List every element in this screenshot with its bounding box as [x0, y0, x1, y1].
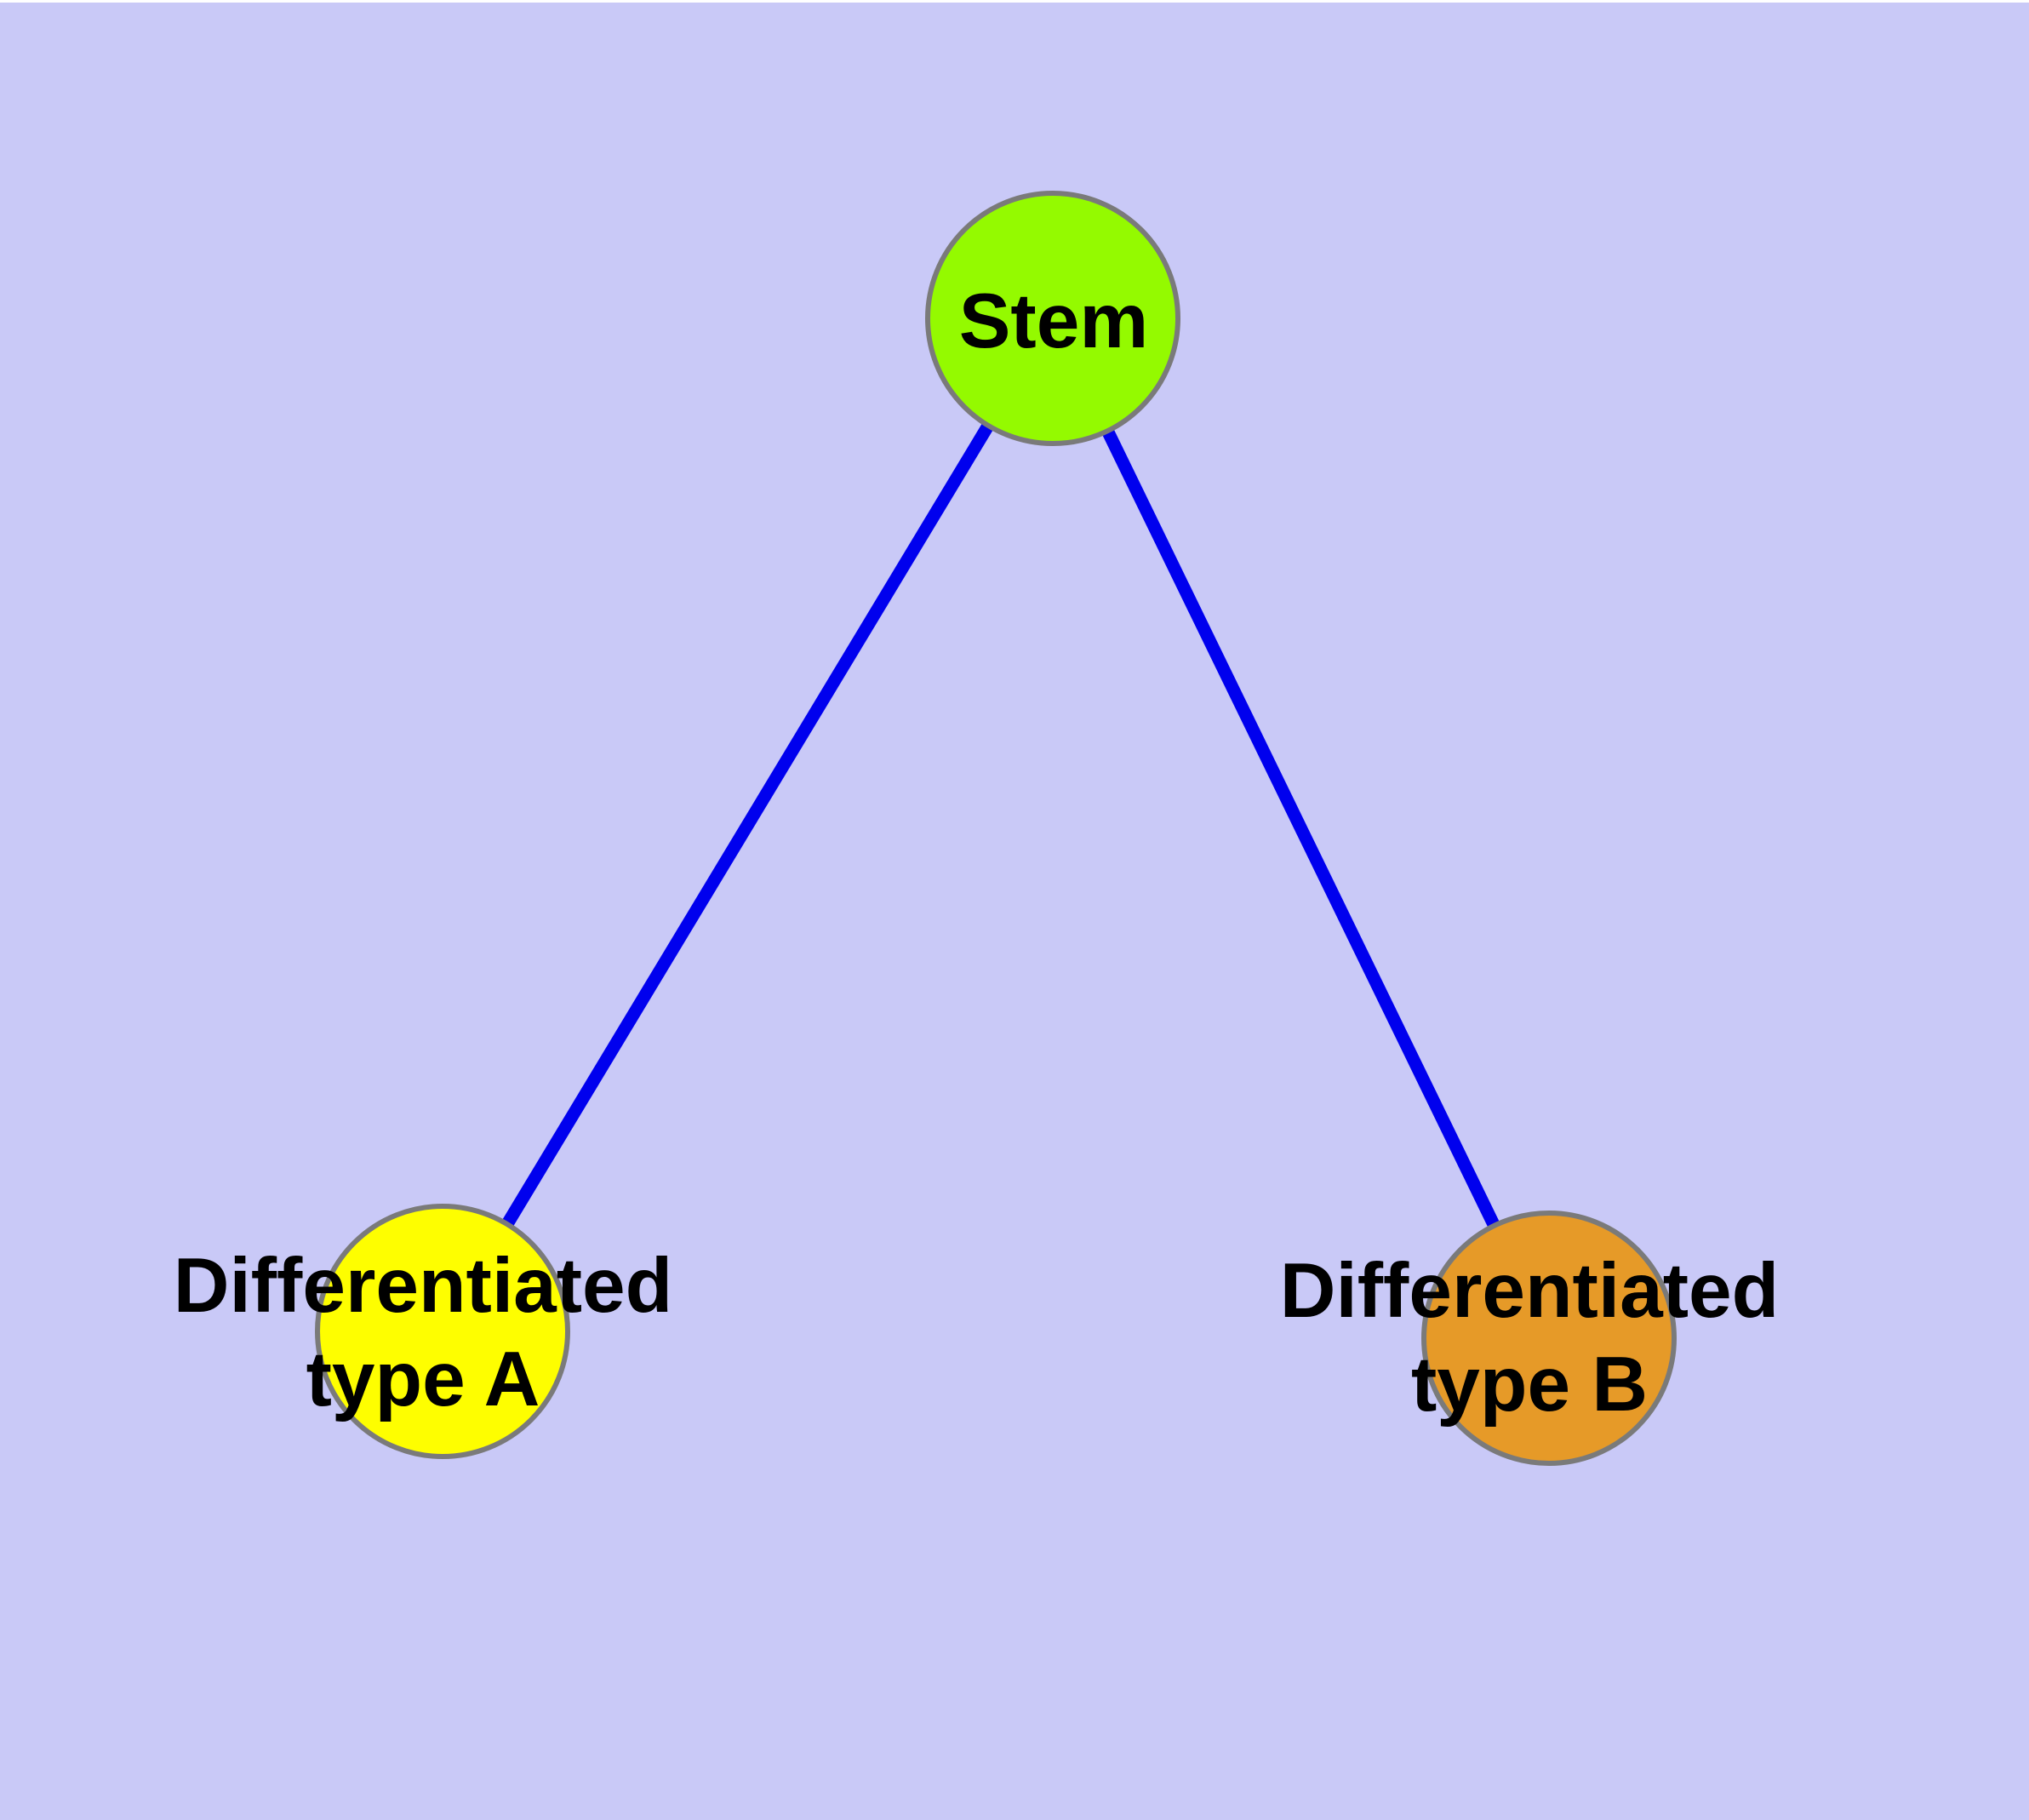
edge-stem-to-type-b[interactable]: [1047, 315, 1555, 1342]
edge-stem-to-type-a[interactable]: [437, 315, 1059, 1335]
node-type-a[interactable]: [315, 1204, 570, 1459]
node-type-b[interactable]: [1421, 1210, 1677, 1466]
node-stem[interactable]: [925, 191, 1180, 446]
top-edge-strip: [0, 0, 2029, 3]
